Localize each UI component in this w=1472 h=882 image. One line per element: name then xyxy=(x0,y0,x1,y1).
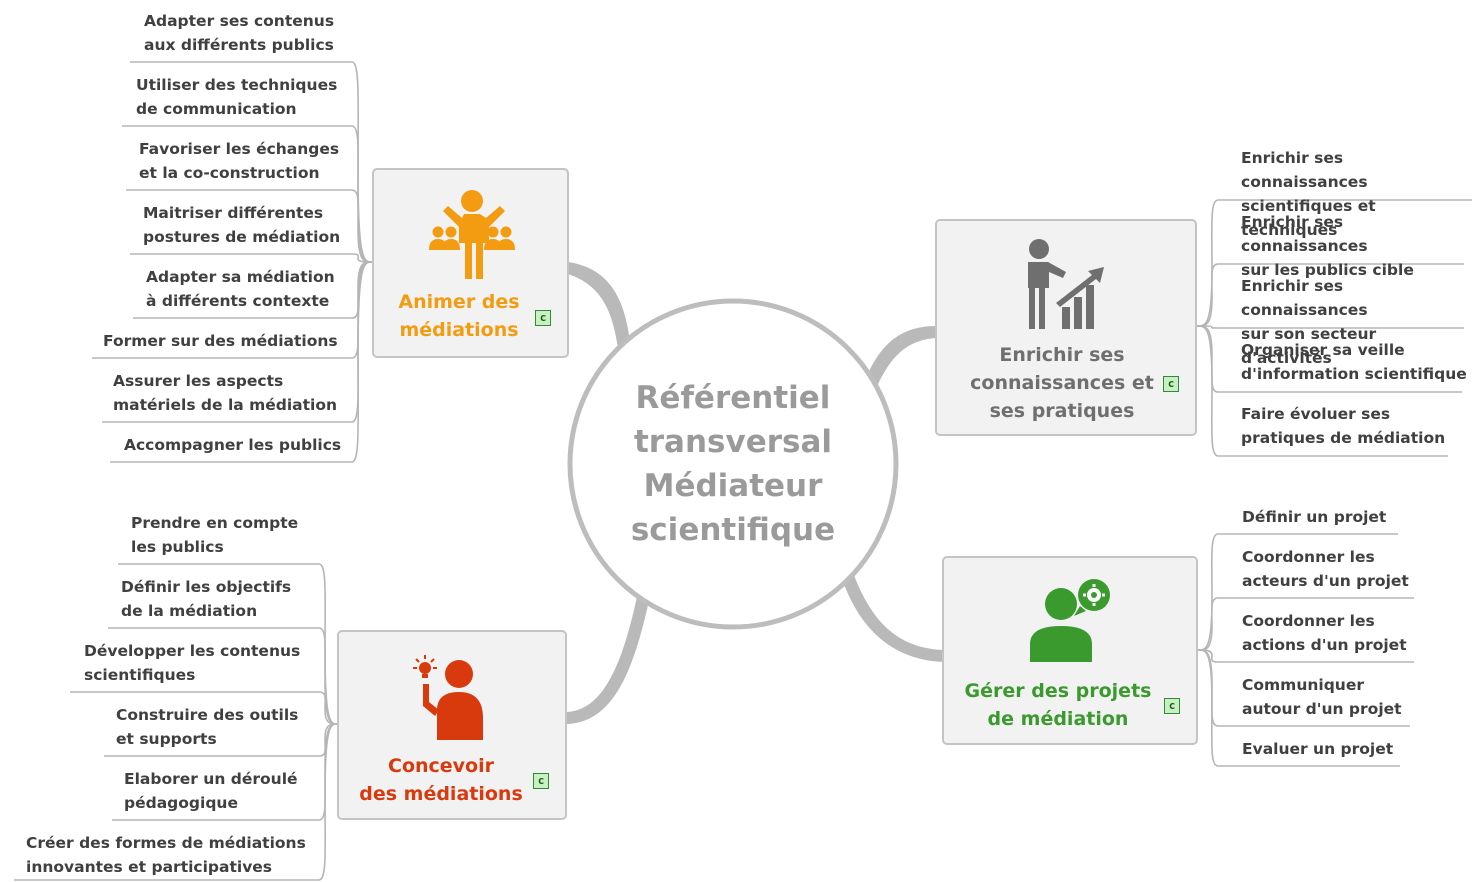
leaf-gerer-3[interactable]: Coordonner les actions d'un projet xyxy=(1242,612,1407,654)
leaf-enrichir-2[interactable]: Enrichir ses connaissances sur les publi… xyxy=(1241,213,1414,279)
leaf-enrichir-1[interactable]: Enrichir ses connaissances scientifiques… xyxy=(1241,149,1376,239)
leaf-gerer-line-5 xyxy=(1197,649,1400,767)
central-title: Référentiel transversal Médiateur scient… xyxy=(630,380,836,548)
leaf-animer-3[interactable]: Favoriser les échanges et la co-construc… xyxy=(139,140,340,182)
leaf-animer-4[interactable]: Maitriser différentes postures de médiat… xyxy=(143,204,341,246)
branch-animer[interactable]: Animer des médiations c xyxy=(372,168,569,358)
main-branch-connectors xyxy=(567,262,943,724)
leaf-gerer-2[interactable]: Coordonner les acteurs d'un projet xyxy=(1242,548,1409,590)
person-growth-chart-icon xyxy=(1028,239,1104,329)
leaf-concevoir-6[interactable]: Créer des formes de médiations innovante… xyxy=(26,834,306,876)
branch-gerer-title: Gérer des projets de médiation xyxy=(964,680,1152,730)
leaf-enrichir-3[interactable]: Enrichir ses connaissances sur son secte… xyxy=(1241,277,1377,367)
leaf-animer-line-3 xyxy=(126,189,373,263)
leaf-animer-2[interactable]: Utiliser des techniques de communication xyxy=(136,76,338,118)
branch-concevoir-title: Concevoir des médiations xyxy=(359,755,523,805)
connector-gerer xyxy=(841,570,943,662)
connector-concevoir xyxy=(567,592,650,724)
branch-concevoir[interactable]: Concevoir des médiations c xyxy=(337,630,567,820)
leaf-concevoir-line-6 xyxy=(14,723,338,881)
branch-enrichir[interactable]: Enrichir ses connaissances et ses pratiq… xyxy=(935,219,1197,436)
leaf-connectors xyxy=(14,61,1472,881)
branch-concevoir-tag[interactable]: c xyxy=(533,773,549,789)
leaf-animer-8[interactable]: Accompagner les publics xyxy=(124,436,342,454)
leaf-animer-6[interactable]: Former sur des médiations xyxy=(103,332,338,350)
leaf-concevoir-5[interactable]: Elaborer un déroulé pédagogique xyxy=(124,770,298,812)
leaf-animer-line-4 xyxy=(130,253,373,263)
leaf-animer-line-8 xyxy=(110,261,373,463)
central-node[interactable] xyxy=(567,298,899,630)
person-idea-icon xyxy=(413,655,483,740)
branch-animer-title: Animer des médiations xyxy=(398,291,520,341)
leaf-concevoir-3[interactable]: Développer les contenus scientifiques xyxy=(84,642,301,684)
branch-gerer-tag[interactable]: c xyxy=(1164,698,1180,714)
presenter-audience-icon xyxy=(429,190,515,279)
branch-enrichir-tag[interactable]: c xyxy=(1163,376,1179,392)
leaf-concevoir-4[interactable]: Construire des outils et supports xyxy=(116,706,299,748)
connector-enrichir xyxy=(866,326,936,384)
leaf-animer-1[interactable]: Adapter ses contenus aux différents publ… xyxy=(144,12,335,54)
person-gear-bubble-icon xyxy=(1030,579,1110,662)
leaf-gerer-line-2 xyxy=(1197,597,1414,651)
leaf-animer-7[interactable]: Assurer les aspects matériels de la médi… xyxy=(113,372,338,414)
leaf-animer-5[interactable]: Adapter sa médiation à différents contex… xyxy=(146,268,335,310)
leaf-concevoir-1[interactable]: Prendre en compte les publics xyxy=(131,514,299,556)
leaf-gerer-5[interactable]: Evaluer un projet xyxy=(1242,740,1394,758)
leaf-gerer-1[interactable]: Définir un projet xyxy=(1242,508,1387,526)
branch-animer-tag[interactable]: c xyxy=(535,310,551,326)
connector-animer xyxy=(568,262,630,348)
branch-gerer[interactable]: Gérer des projets de médiation c xyxy=(942,556,1198,745)
branch-enrichir-title: Enrichir ses connaissances et ses pratiq… xyxy=(970,344,1154,422)
leaf-enrichir-line-2 xyxy=(1196,263,1464,327)
leaf-gerer-4[interactable]: Communiquer autour d'un projet xyxy=(1242,676,1402,718)
leaf-concevoir-2[interactable]: Définir les objectifs de la médiation xyxy=(121,578,292,620)
leaf-enrichir-4[interactable]: Organiser sa veille d'information scient… xyxy=(1241,341,1467,383)
leaf-enrichir-5[interactable]: Faire évoluer ses pratiques de médiation xyxy=(1241,405,1446,447)
leaf-concevoir-line-3 xyxy=(70,691,338,725)
leaf-concevoir-line-2 xyxy=(108,627,338,725)
leaf-enrichir-line-5 xyxy=(1196,325,1448,457)
